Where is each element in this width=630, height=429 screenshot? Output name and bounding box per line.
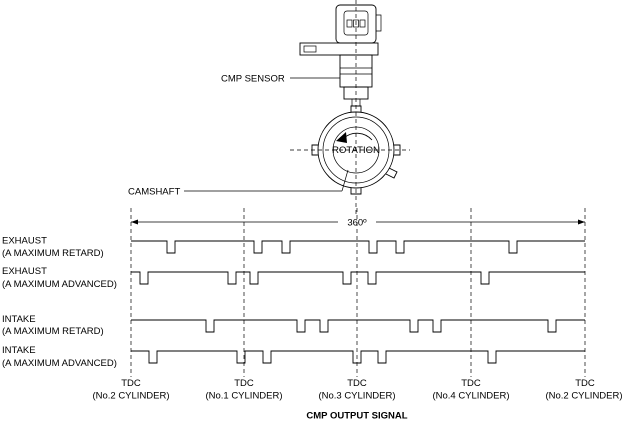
tdc-label-1-bottom: (No.2 CYLINDER) <box>92 391 169 402</box>
angle-dimension <box>131 215 585 228</box>
sensor-tip <box>343 86 369 100</box>
signal-waveforms <box>131 240 585 364</box>
camshaft-tooth <box>394 144 401 156</box>
waveform-3 <box>131 319 585 333</box>
camshaft-tooth <box>311 144 318 156</box>
rotation-label: ROTATION <box>332 145 380 156</box>
cmp-sensor-label: CMP SENSOR <box>221 74 285 85</box>
tdc-label-5-bottom: (No.2 CYLINDER) <box>545 391 622 402</box>
tdc-label-4-bottom: (No.4 CYLINDER) <box>432 391 509 402</box>
tdc-label-1-top: TDC <box>121 378 141 389</box>
dimension-arrow-right <box>578 219 585 225</box>
connector-pin-3 <box>359 19 366 28</box>
connector-latch <box>376 14 382 32</box>
connector-socket <box>343 10 369 36</box>
rotation-arrow-head <box>336 132 347 143</box>
rotation-arrow <box>343 132 373 141</box>
signal-label-exhaust-advanced-1: EXHAUST <box>2 266 47 277</box>
signal-label-intake-retard-2: (A MAXIMUM RETARD) <box>2 326 104 337</box>
tdc-label-3-top: TDC <box>347 378 367 389</box>
signal-label-exhaust-advanced-2: (A MAXIMUM ADVANCED) <box>2 279 117 290</box>
tdc-label-2-bottom: (No.1 CYLINDER) <box>205 391 282 402</box>
camshaft-leader-line <box>341 169 349 192</box>
signal-label-intake-advanced-2: (A MAXIMUM ADVANCED) <box>2 358 117 369</box>
waveform-2 <box>131 271 585 285</box>
tdc-label-3-bottom: (No.3 CYLINDER) <box>318 391 395 402</box>
camshaft-hub <box>332 126 380 174</box>
dimension-label-gap <box>338 215 376 228</box>
cmp-sensor-illustration <box>290 0 382 215</box>
signal-label-exhaust-retard-2: (A MAXIMUM RETARD) <box>2 248 104 259</box>
signal-label-intake-retard-1: INTAKE <box>2 314 36 325</box>
camshaft-tooth <box>385 167 398 179</box>
camshaft-tooth <box>350 105 362 112</box>
waveform-4 <box>131 350 585 364</box>
sensor-flange <box>299 42 379 56</box>
tdc-label-5-top: TDC <box>575 378 595 389</box>
camshaft-illustration <box>184 105 410 195</box>
tdc-label-2-top: TDC <box>234 378 254 389</box>
tdc-label-4-top: TDC <box>461 378 481 389</box>
tdc-reference-lines <box>130 208 586 377</box>
flange-bolt-hole <box>303 45 317 53</box>
signal-label-intake-advanced-1: INTAKE <box>2 345 36 356</box>
waveform-1 <box>131 240 585 254</box>
connector-pin-1 <box>346 19 353 28</box>
connector-pin-2 <box>353 19 359 28</box>
dimension-arrow-left <box>131 219 138 225</box>
camshaft-tooth <box>350 188 362 195</box>
diagram-title: CMP OUTPUT SIGNAL <box>306 411 407 422</box>
camshaft-inner-ring <box>322 116 390 184</box>
signal-label-exhaust-retard-1: EXHAUST <box>2 236 47 247</box>
camshaft-outer-ring <box>317 111 395 189</box>
camshaft-label: CAMSHAFT <box>128 187 180 198</box>
